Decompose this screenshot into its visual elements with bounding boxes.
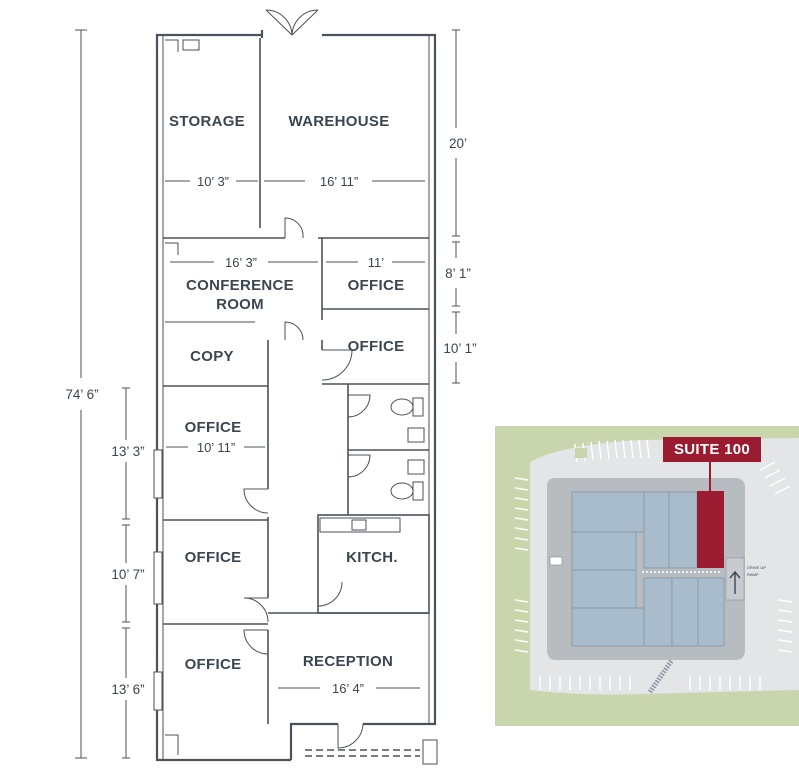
room-copy-label: COPY (190, 348, 234, 365)
suite-100-badge: SUITE 100 (663, 437, 761, 462)
room-office-d-label: OFFICE (185, 549, 242, 566)
right-dimension-1: 20’ (449, 136, 467, 151)
left-dimension-3: 13’ 6” (111, 682, 144, 697)
room-office-c-label: OFFICE (185, 419, 242, 436)
left-dimension-2: 10’ 7” (111, 567, 144, 582)
fixtures (165, 39, 438, 765)
suite-100-highlight (697, 491, 724, 568)
conference-dimension: 16’ 3” (225, 255, 257, 270)
ramp-label-2: RAMP (747, 572, 759, 577)
office-a-dimension: 11’ (368, 255, 384, 270)
ramp-arrow-icon (729, 570, 741, 594)
exterior-walls (153, 30, 437, 762)
room-kitchen-label: KITCH. (346, 549, 398, 566)
room-labels: STORAGE WAREHOUSE CONFERENCE ROOM COPY O… (169, 113, 404, 673)
room-office-b-label: OFFICE (348, 338, 405, 355)
room-reception-label: RECEPTION (303, 653, 393, 670)
room-storage-label: STORAGE (169, 113, 245, 130)
storage-dimension: 10’ 3” (197, 174, 229, 189)
ramp-label-1: DRIVE UP (747, 565, 766, 570)
room-office-e-label: OFFICE (185, 656, 242, 673)
room-conference-label-2: ROOM (216, 296, 264, 313)
exterior-dimensions: 74’ 6” 20’ 8’ 1” 10’ 1” 13’ 3” 10’ 7” 13… (65, 29, 477, 759)
room-dimensions: 10’ 3” 16’ 11” 16’ 3” 11’ 10’ 11” 16’ 4” (165, 174, 425, 696)
overall-height-dimension: 74’ 6” (65, 387, 98, 402)
reception-dimension: 16’ 4” (332, 681, 364, 696)
right-dimension-3: 10’ 1” (443, 341, 476, 356)
interior-walls (163, 38, 430, 724)
site-map: DRIVE UP RAMP (495, 426, 799, 726)
right-dimension-2: 8’ 1” (445, 266, 471, 281)
room-office-a-label: OFFICE (348, 277, 405, 294)
warehouse-double-door (265, 9, 319, 36)
office-c-dimension: 10’ 11” (197, 440, 235, 455)
warehouse-dimension: 16’ 11” (320, 174, 358, 189)
room-warehouse-label: WAREHOUSE (288, 113, 389, 130)
door-swings (243, 217, 371, 749)
left-dimension-1: 13’ 3” (111, 444, 144, 459)
room-conference-label-1: CONFERENCE (186, 277, 294, 294)
site-buildings (571, 491, 725, 647)
